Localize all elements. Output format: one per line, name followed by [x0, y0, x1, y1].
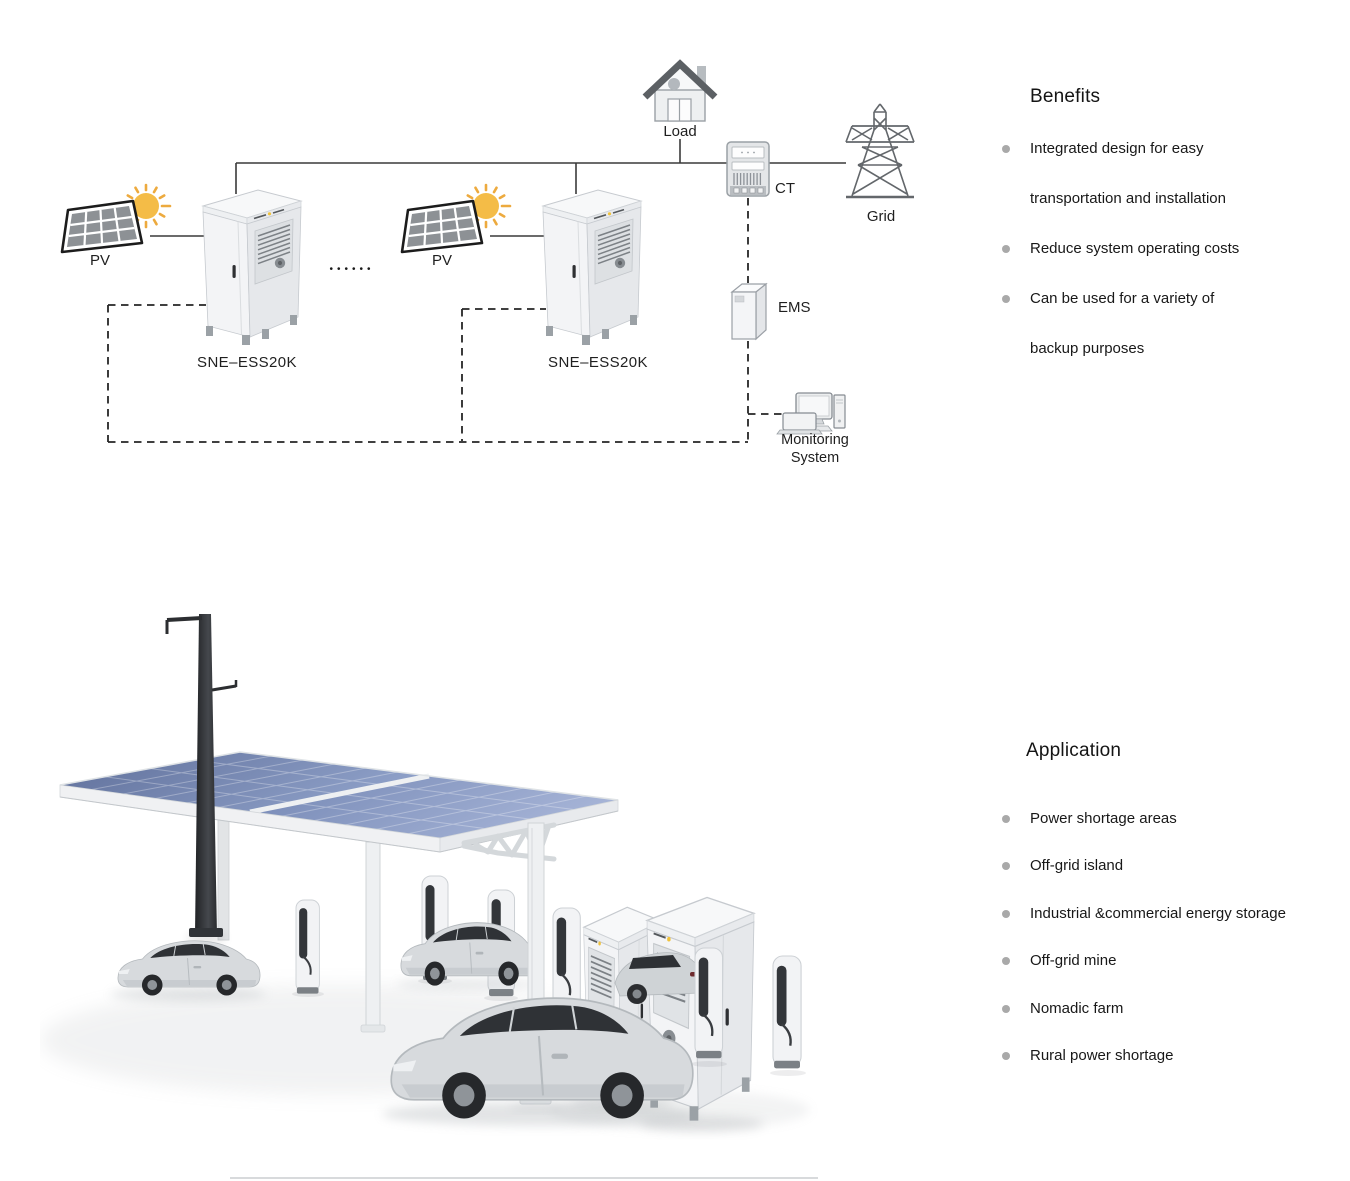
application-title: Application [1026, 740, 1122, 761]
benefit-item: Integrated design for easy [1002, 140, 1203, 157]
charging-pedestal [770, 954, 806, 1076]
bullet-icon [1002, 1051, 1010, 1060]
ev-car [396, 922, 543, 990]
application-item: Off-grid island [1002, 857, 1123, 874]
ct-label: CT [775, 180, 795, 197]
application-item-text: Power shortage areas [1030, 810, 1177, 827]
system-diagram [60, 59, 915, 443]
benefit-item-text: backup purposes [1030, 340, 1145, 357]
bullet-icon [1002, 244, 1010, 253]
pv-label-1: PV [89, 252, 110, 269]
ev-car [110, 940, 266, 1001]
load-label: Load [663, 123, 697, 140]
benefit-item-continuation: backup purposes [1002, 340, 1144, 357]
benefit-item-text: transportation and installation [1030, 190, 1226, 207]
benefit-item: Reduce system operating costs [1002, 240, 1239, 257]
grid-label: Grid [866, 208, 896, 225]
bullet-icon [1002, 814, 1010, 823]
bullet-icon [1002, 1004, 1010, 1013]
storage-cabinet-1-icon [202, 189, 302, 346]
dashed-connection-lines [107, 198, 783, 443]
light-pole [165, 614, 238, 942]
pv-array-1-icon [60, 199, 144, 254]
carport-scene [40, 614, 818, 1179]
charging-pedestal [484, 888, 518, 1001]
monitoring-label-line1: Monitoring [781, 432, 849, 448]
pv-label-2: PV [431, 252, 452, 269]
unit-label-2: SNE–ESS20K [548, 354, 648, 371]
house-load-icon [642, 59, 718, 122]
benefit-item-text: Reduce system operating costs [1030, 240, 1240, 257]
charging-pedestal [691, 946, 727, 1067]
monitoring-label: Monitoring System [761, 431, 869, 467]
application-item: Off-grid mine [1002, 952, 1116, 969]
benefit-item-text: Can be used for a variety of [1030, 290, 1215, 307]
storage-cabinet-2-icon [542, 189, 642, 346]
ev-car [382, 997, 698, 1126]
application-item-text: Rural power shortage [1030, 1047, 1174, 1064]
benefit-item: Can be used for a variety of [1002, 290, 1214, 307]
monitoring-computer-icon [776, 392, 846, 435]
bullet-icon [1002, 909, 1010, 918]
application-item-text: Off-grid island [1030, 857, 1124, 874]
bullet-icon [1002, 294, 1010, 303]
charging-pedestal [292, 899, 324, 997]
pv-array-2-icon [400, 199, 484, 254]
application-item: Power shortage areas [1002, 810, 1177, 827]
bullet-icon [1002, 144, 1010, 153]
application-item: Industrial &commercial energy storage [1002, 905, 1286, 922]
application-item-text: Off-grid mine [1030, 952, 1117, 969]
benefit-item-continuation: transportation and installation [1002, 190, 1226, 207]
ct-meter-icon [726, 141, 770, 197]
application-item-text: Industrial &commercial energy storage [1030, 905, 1286, 922]
ems-icon [730, 282, 768, 341]
bullet-icon [1002, 861, 1010, 870]
bullet-icon [1002, 956, 1010, 965]
grid-tower-icon [845, 103, 915, 199]
benefits-title: Benefits [1030, 86, 1101, 107]
benefit-item-text: Integrated design for easy [1030, 140, 1204, 157]
application-item: Nomadic farm [1002, 1000, 1123, 1017]
ev-car-rear [614, 952, 701, 1004]
ellipsis-dots: •••••• [329, 264, 375, 275]
monitoring-label-line2: System [790, 450, 840, 466]
ems-label: EMS [778, 299, 811, 316]
application-item-text: Nomadic farm [1030, 1000, 1124, 1017]
unit-label-1: SNE–ESS20K [197, 354, 297, 371]
application-item: Rural power shortage [1002, 1047, 1173, 1064]
